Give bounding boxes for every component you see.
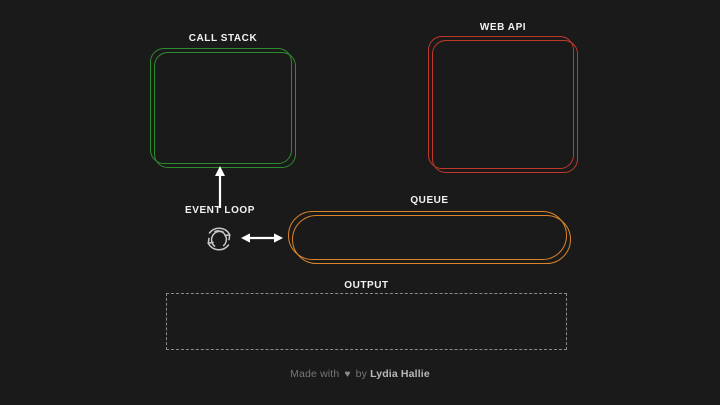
- output-panel[interactable]: [166, 293, 567, 350]
- call-stack-panel[interactable]: [150, 48, 296, 168]
- call-stack-inner-border: [150, 48, 292, 164]
- web-api-panel[interactable]: [428, 36, 578, 173]
- web-api-outer-border: [432, 40, 578, 173]
- footer-prefix: Made with: [290, 368, 340, 380]
- queue-panel[interactable]: [288, 211, 571, 264]
- footer-by: by: [355, 368, 367, 380]
- web-api-inner-border: [428, 36, 574, 169]
- queue-label: QUEUE: [410, 195, 449, 206]
- arrow-up-to-call-stack-icon: [215, 166, 225, 208]
- call-stack-outer-border: [154, 52, 296, 168]
- footer-credit: Made with ♥ by Lydia Hallie: [0, 367, 720, 382]
- circular-sync-arrows-icon: [207, 227, 231, 251]
- footer-author-link[interactable]: Lydia Hallie: [370, 368, 430, 380]
- queue-inner-border: [288, 211, 567, 260]
- call-stack-label: CALL STACK: [188, 33, 258, 44]
- heart-icon: ♥: [344, 369, 351, 380]
- output-label: OUTPUT: [344, 280, 389, 291]
- event-loop-label: EVENT LOOP: [185, 205, 255, 216]
- web-api-label: WEB API: [479, 22, 527, 33]
- arrow-double-headed-to-queue-icon: [241, 233, 283, 243]
